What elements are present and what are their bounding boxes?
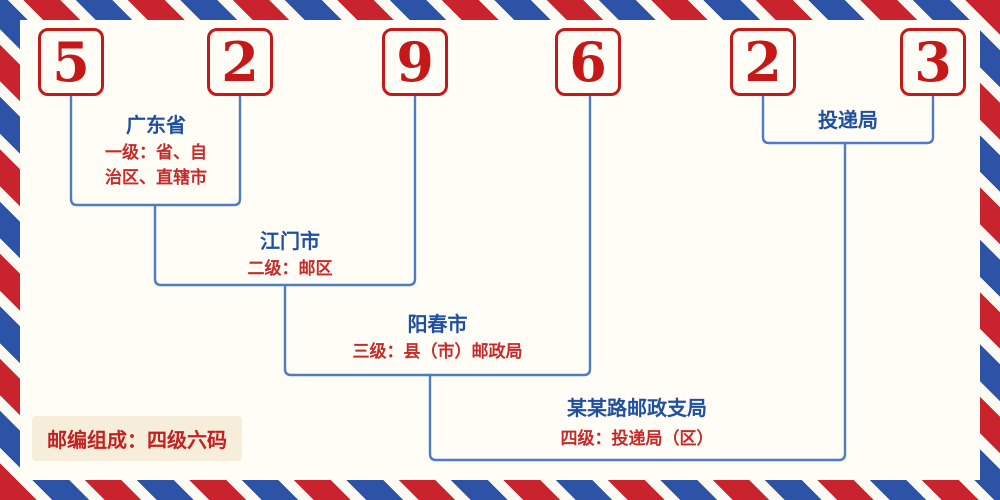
level2-region-name: 江门市 bbox=[190, 228, 390, 254]
bracket-level4 bbox=[428, 141, 847, 462]
level3-region-name: 阳春市 bbox=[335, 311, 540, 337]
level1-region-name: 广东省 bbox=[66, 112, 246, 138]
level2-name-text: 江门市 bbox=[260, 229, 320, 253]
digit-box-3: 9 bbox=[382, 28, 448, 96]
delivery-office-label: 投递局 bbox=[758, 107, 938, 133]
bracket-delivery bbox=[761, 94, 935, 145]
digit-box-1: 5 bbox=[38, 28, 104, 96]
level3-desc-text: 三级：县（市）邮政局 bbox=[352, 342, 523, 362]
level1-description: 一级：省、自 治区、直辖市 bbox=[66, 141, 246, 190]
digit-box-2: 2 bbox=[207, 28, 273, 96]
diagram-panel bbox=[20, 20, 980, 480]
level3-name-text: 阳春市 bbox=[407, 312, 468, 336]
digit-box-5: 2 bbox=[730, 28, 796, 96]
composition-note: 邮编组成：四级六码 bbox=[32, 416, 242, 461]
digit-3: 9 bbox=[396, 30, 434, 94]
level4-region-name: 某某路邮政支局 bbox=[487, 395, 787, 421]
bracket-level3 bbox=[283, 94, 592, 377]
level1-desc-line2: 治区、直辖市 bbox=[105, 167, 207, 188]
digit-6: 3 bbox=[914, 30, 952, 94]
level1-desc-line1: 一级：省、自 bbox=[105, 143, 207, 163]
level4-desc-text: 四级：投递局（区） bbox=[560, 429, 714, 449]
level2-desc-text: 二级：邮区 bbox=[247, 259, 333, 279]
composition-note-text: 邮编组成：四级六码 bbox=[47, 428, 227, 452]
level1-name-text: 广东省 bbox=[126, 113, 186, 137]
digit-2: 2 bbox=[221, 30, 259, 94]
digit-1: 5 bbox=[52, 30, 90, 94]
digit-4: 6 bbox=[569, 30, 607, 94]
digit-box-4: 6 bbox=[555, 28, 621, 96]
digit-box-6: 3 bbox=[900, 28, 966, 96]
digit-5: 2 bbox=[744, 30, 782, 94]
level4-name-text: 某某路邮政支局 bbox=[567, 396, 707, 420]
level4-description: 四级：投递局（区） bbox=[487, 427, 787, 452]
level3-description: 三级：县（市）邮政局 bbox=[335, 340, 540, 365]
delivery-office-text: 投递局 bbox=[818, 108, 878, 132]
level2-description: 二级：邮区 bbox=[190, 257, 390, 282]
